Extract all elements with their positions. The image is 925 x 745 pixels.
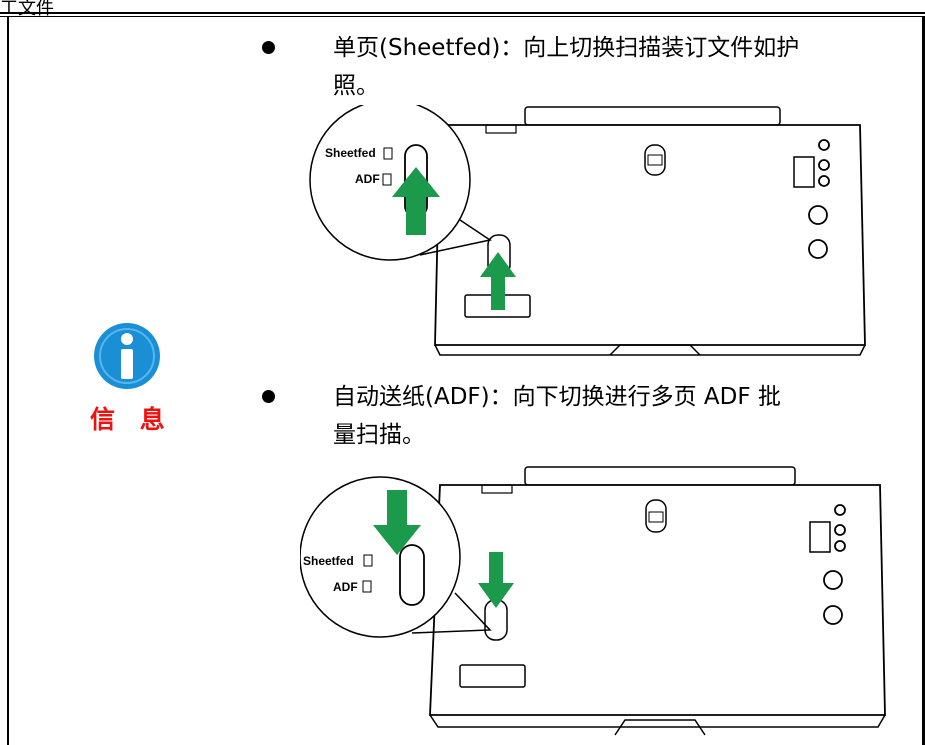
scanner-diagram-sheetfed: Sheetfed ADF	[309, 105, 866, 356]
item-2-line1: 自动送纸(ADF)：向下切换进行多页 ADF 批	[333, 384, 781, 410]
arrow-up-icon	[392, 167, 440, 235]
scanner-diagram-adf: Sheetfed ADF	[300, 466, 886, 736]
header-fragment: 工文件	[0, 0, 54, 19]
bullet-icon	[262, 41, 275, 54]
header-rule	[0, 12, 925, 14]
info-label: 信 息	[90, 405, 173, 434]
item-1-line2: 照。	[333, 73, 379, 99]
arrow-up-icon	[480, 252, 516, 310]
callout-sheetfed-label: Sheetfed	[303, 554, 354, 568]
header-rule-thin	[0, 16, 925, 17]
item-2-line2: 量扫描。	[333, 422, 425, 448]
arrow-down-icon	[373, 490, 421, 555]
bullet-icon	[262, 390, 275, 403]
frame-left-border	[7, 17, 9, 745]
info-icon	[94, 323, 160, 389]
item-1-line1: 单页(Sheetfed)：向上切换扫描装订文件如护	[333, 35, 800, 61]
arrow-down-icon	[478, 552, 514, 608]
callout-adf-label: ADF	[333, 580, 358, 594]
callout-sheetfed-label: Sheetfed	[325, 146, 376, 160]
item-2-text: 自动送纸(ADF)：向下切换进行多页 ADF 批 量扫描。	[333, 378, 913, 454]
frame-right-border	[922, 17, 925, 745]
callout-adf-label: ADF	[355, 172, 380, 186]
item-1-text: 单页(Sheetfed)：向上切换扫描装订文件如护 照。	[333, 29, 913, 105]
